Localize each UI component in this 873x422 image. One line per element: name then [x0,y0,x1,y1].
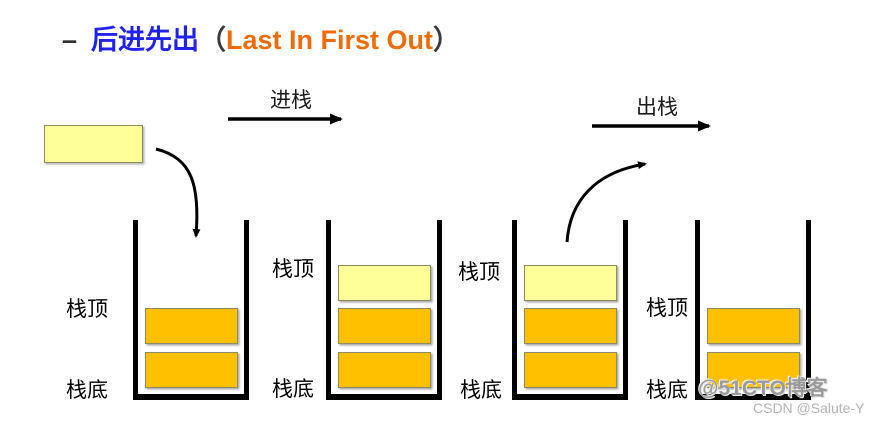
stack-container-4 [695,220,811,400]
stack-block-orange [145,308,238,344]
stack3-top-label: 栈顶 [458,261,500,284]
stack-container-1 [133,220,249,400]
stack-block-orange [524,308,617,344]
stack2-top-label: 栈顶 [272,258,314,281]
stack-block-orange [338,352,431,388]
stack3-bottom-label: 栈底 [460,379,502,402]
stack-block-orange [338,308,431,344]
stack-block-orange [524,352,617,388]
new-element-block [44,125,143,163]
title-bullet-dash: – [62,25,78,55]
title-chinese: 后进先出 [91,25,200,55]
stack-block-yellow [338,265,431,301]
stack-block-orange [707,308,800,344]
stack-block-orange [707,352,800,388]
stack1-top-label: 栈顶 [66,298,108,321]
stack4-top-label: 栈顶 [646,297,688,320]
pop-operation-label: 出栈 [636,96,678,119]
stack-container-3 [512,220,628,400]
watermark-csdn: CSDN @Salute-Y [753,400,865,416]
stack-container-2 [326,220,442,400]
title-paren-close: ） [433,25,461,55]
title-english: Last In First Out [226,25,434,55]
stack-block-yellow [524,265,617,301]
title-paren-open: （ [199,25,227,55]
stack4-bottom-label: 栈底 [646,379,688,402]
stack1-bottom-label: 栈底 [66,379,108,402]
page-title: –后进先出（Last In First Out） [62,18,460,57]
stack2-bottom-label: 栈底 [272,378,314,401]
push-operation-label: 进栈 [270,89,312,112]
watermark-51cto: @51CTO博客 [698,377,828,400]
stack-block-orange [145,352,238,388]
